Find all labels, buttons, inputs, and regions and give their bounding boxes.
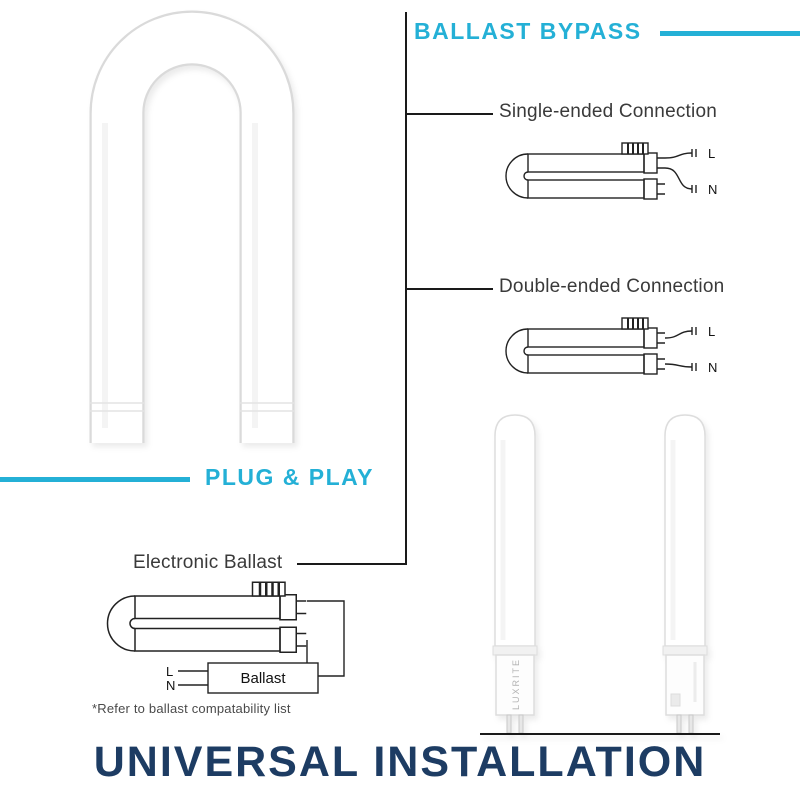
large-u-bend-tube-image	[89, 10, 295, 443]
push-in-connector-icon	[621, 142, 649, 155]
single-ended-lamp-diagram: L N	[505, 142, 717, 200]
push-in-connector-icon	[251, 581, 286, 597]
ballast-box	[207, 662, 319, 694]
lamp-right-leg	[662, 414, 708, 734]
single-ended-wires	[664, 149, 697, 193]
ballast-bypass-title: BALLAST BYPASS	[414, 18, 642, 44]
compatibility-note: *Refer to ballast compatability list	[92, 701, 291, 716]
push-in-connector-icon	[621, 317, 649, 330]
electronic-ballast-label: Electronic Ballast	[133, 552, 283, 573]
universal-installation-title: UNIVERSAL INSTALLATION	[93, 738, 707, 786]
ballast-box-label: Ballast	[240, 670, 286, 687]
cyan-bar-left	[0, 477, 190, 482]
brand-text: LUXRITE	[511, 658, 521, 710]
connector-line-electronic-ballast	[297, 563, 407, 565]
double-ended-wires	[664, 327, 697, 371]
connector-line-single-ended	[405, 113, 493, 115]
wire-label-live: L	[708, 324, 715, 339]
u-tube-lamp-drawing	[505, 317, 697, 375]
double-ended-label: Double-ended Connection	[499, 276, 725, 297]
tube-end-cap-lines	[90, 402, 294, 412]
vertical-lamp-image: LUXRITE	[480, 414, 720, 735]
cyan-bar-top-right	[660, 31, 800, 36]
u-tube-lamp-drawing	[505, 142, 697, 200]
u-tube-lamp-drawing	[106, 581, 307, 653]
electronic-ballast-diagram: Ballast L N	[106, 581, 345, 694]
ballast-wires	[178, 600, 345, 686]
wire-label-live: L	[708, 146, 715, 161]
connector-line-double-ended	[405, 288, 493, 290]
wire-label-neutral: N	[166, 678, 175, 693]
double-ended-lamp-diagram: L N	[505, 317, 717, 375]
plug-play-title: PLUG & PLAY	[205, 464, 375, 490]
single-ended-label: Single-ended Connection	[499, 101, 717, 122]
wire-label-live: L	[166, 664, 173, 679]
bi-pin	[506, 714, 512, 734]
wire-label-neutral: N	[708, 182, 717, 197]
wire-label-neutral: N	[708, 360, 717, 375]
bi-pin	[676, 714, 682, 734]
lamp-left-leg: LUXRITE	[492, 414, 538, 734]
